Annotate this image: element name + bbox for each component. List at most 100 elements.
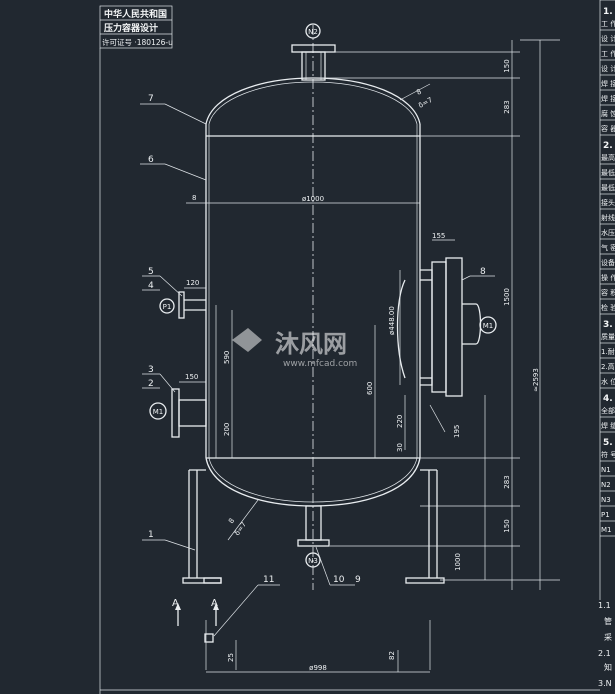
m1-right-circle	[479, 316, 497, 334]
m1-ext-label: 150	[185, 373, 198, 381]
technical-note: 3.N	[598, 679, 612, 688]
spec-row-label: 最高允	[601, 153, 615, 162]
spec-row-label: 容 器	[601, 124, 615, 133]
spec-table: 1.工 作设 计工 作设 计焊 接焊 接腐 蚀容 器2.最高允最低允最低允接头系…	[600, 0, 615, 537]
part-6-label: 6	[148, 155, 154, 165]
section-mark-left-label: A	[172, 598, 179, 609]
section-mark-right	[213, 603, 219, 626]
section-mark-right-label: A	[211, 598, 218, 609]
m1-left-nozzle	[171, 381, 207, 438]
section-mark-left	[175, 603, 181, 626]
spec-section-number: 5.	[603, 438, 613, 448]
spec-section-number: 4.	[603, 394, 613, 404]
part-11-label: 11	[263, 575, 274, 585]
title-line2: 压力容器设计	[104, 22, 158, 34]
spec-row-label: 接头系	[601, 198, 615, 207]
spec-row-label: M1	[601, 526, 612, 534]
shell-thickness-label: 8	[192, 194, 196, 202]
n2-circle	[305, 23, 321, 39]
part-10-label: 10	[333, 575, 345, 585]
spec-section-number: 3.	[603, 320, 613, 330]
m1-left-label: M1	[153, 408, 164, 416]
dim-220: 220	[396, 415, 404, 428]
vessel-body	[205, 77, 421, 507]
dim-195: 195	[453, 425, 461, 438]
spec-row-label: 工 作	[601, 49, 615, 58]
dim-leg: 1000	[454, 553, 462, 571]
watermark: 沐风网 www.mfcad.com	[232, 328, 357, 369]
technical-note: 管	[604, 616, 612, 626]
dim-head-top: 283	[503, 100, 511, 113]
technical-note: 2.1	[598, 649, 611, 658]
part-7-label: 7	[148, 94, 154, 104]
title-line1: 中华人民共和国	[104, 8, 167, 20]
manhole-dia-label: ø448.00	[388, 306, 396, 335]
spec-row-label: 设 计	[601, 64, 615, 73]
spec-row-label: 工 作	[601, 19, 615, 28]
dim-total: ≈2593	[532, 368, 540, 392]
watermark-logo	[232, 328, 262, 352]
spec-row-label: 焊 接	[601, 79, 615, 88]
bottom-head-thickness-note: δ=7	[233, 521, 248, 538]
watermark-url: www.mfcad.com	[283, 359, 357, 369]
manhole-ext-label: 155	[432, 232, 445, 240]
dim-head-bottom: 283	[503, 475, 511, 488]
technical-note: 1.1	[598, 601, 611, 610]
spec-row-label: 符 号	[601, 450, 615, 459]
base-25-label: 25	[227, 653, 235, 662]
m1-right-label: M1	[483, 322, 494, 330]
title-line3: 许可证号 ·180126-u	[102, 37, 173, 47]
bottom-nozzle	[297, 505, 330, 547]
right-dimension-chain	[320, 39, 560, 590]
technical-note: 采	[604, 632, 612, 642]
head-thickness-8: 8	[415, 88, 423, 97]
spec-row-label: 容 积	[601, 288, 615, 297]
technical-note: 知	[604, 662, 612, 672]
part-3-label: 3	[148, 365, 154, 375]
spec-row-label: 焊 接	[601, 94, 615, 103]
dim-top-flange: 150	[503, 59, 511, 72]
part-2-label: 2	[148, 379, 154, 389]
spec-row-label: 腐 蚀	[601, 109, 615, 118]
dim-200: 200	[223, 423, 231, 436]
spec-row-label: N1	[601, 466, 611, 474]
part-4-label: 4	[148, 281, 154, 291]
spec-row-label: 操 作	[601, 273, 615, 282]
n3-circle	[305, 552, 321, 568]
spec-row-label: 水 位	[601, 377, 615, 386]
spec-row-label: 最低允	[601, 168, 615, 177]
dim-590: 590	[223, 351, 231, 364]
spec-row-label: 质量要	[601, 332, 615, 341]
spec-row-label: N3	[601, 496, 611, 504]
p1-nozzle	[178, 287, 206, 319]
title-block: 中华人民共和国 压力容器设计 许可证号 ·180126-u	[99, 5, 173, 49]
spec-row-label: 1.耐	[601, 347, 615, 356]
dim-bottom-flange: 150	[503, 519, 511, 532]
spec-row-label: 焊 缝	[601, 421, 615, 430]
spec-row-label: 2.高	[601, 362, 615, 371]
dim-30: 30	[396, 443, 404, 452]
bottom-head-thickness-8: 8	[227, 517, 236, 525]
n2-label: N2	[308, 28, 318, 36]
spec-row-label: 最低允	[601, 183, 615, 192]
spec-row-label: 射线检	[601, 213, 615, 222]
base-dia-label: ø998	[309, 664, 327, 672]
manhole-right	[396, 257, 482, 397]
base-82-label: 82	[388, 651, 396, 660]
dim-600: 600	[366, 382, 374, 395]
n3-label: N3	[308, 557, 318, 565]
p1-label: P1	[163, 303, 172, 311]
part-1-label: 1	[148, 530, 154, 540]
spec-row-label: 设 计	[601, 34, 615, 43]
support-legs	[182, 469, 445, 670]
spec-section-number: 2.	[603, 141, 613, 151]
m1-left-circle	[149, 402, 167, 420]
top-nozzle	[291, 44, 336, 81]
spec-row-label: P1	[601, 511, 610, 519]
p1-circle	[159, 298, 175, 314]
diameter-label: ø1000	[302, 195, 324, 203]
spec-row-label: 检 验	[601, 303, 615, 312]
part-5-label: 5	[148, 267, 154, 277]
part-callouts	[140, 103, 495, 637]
